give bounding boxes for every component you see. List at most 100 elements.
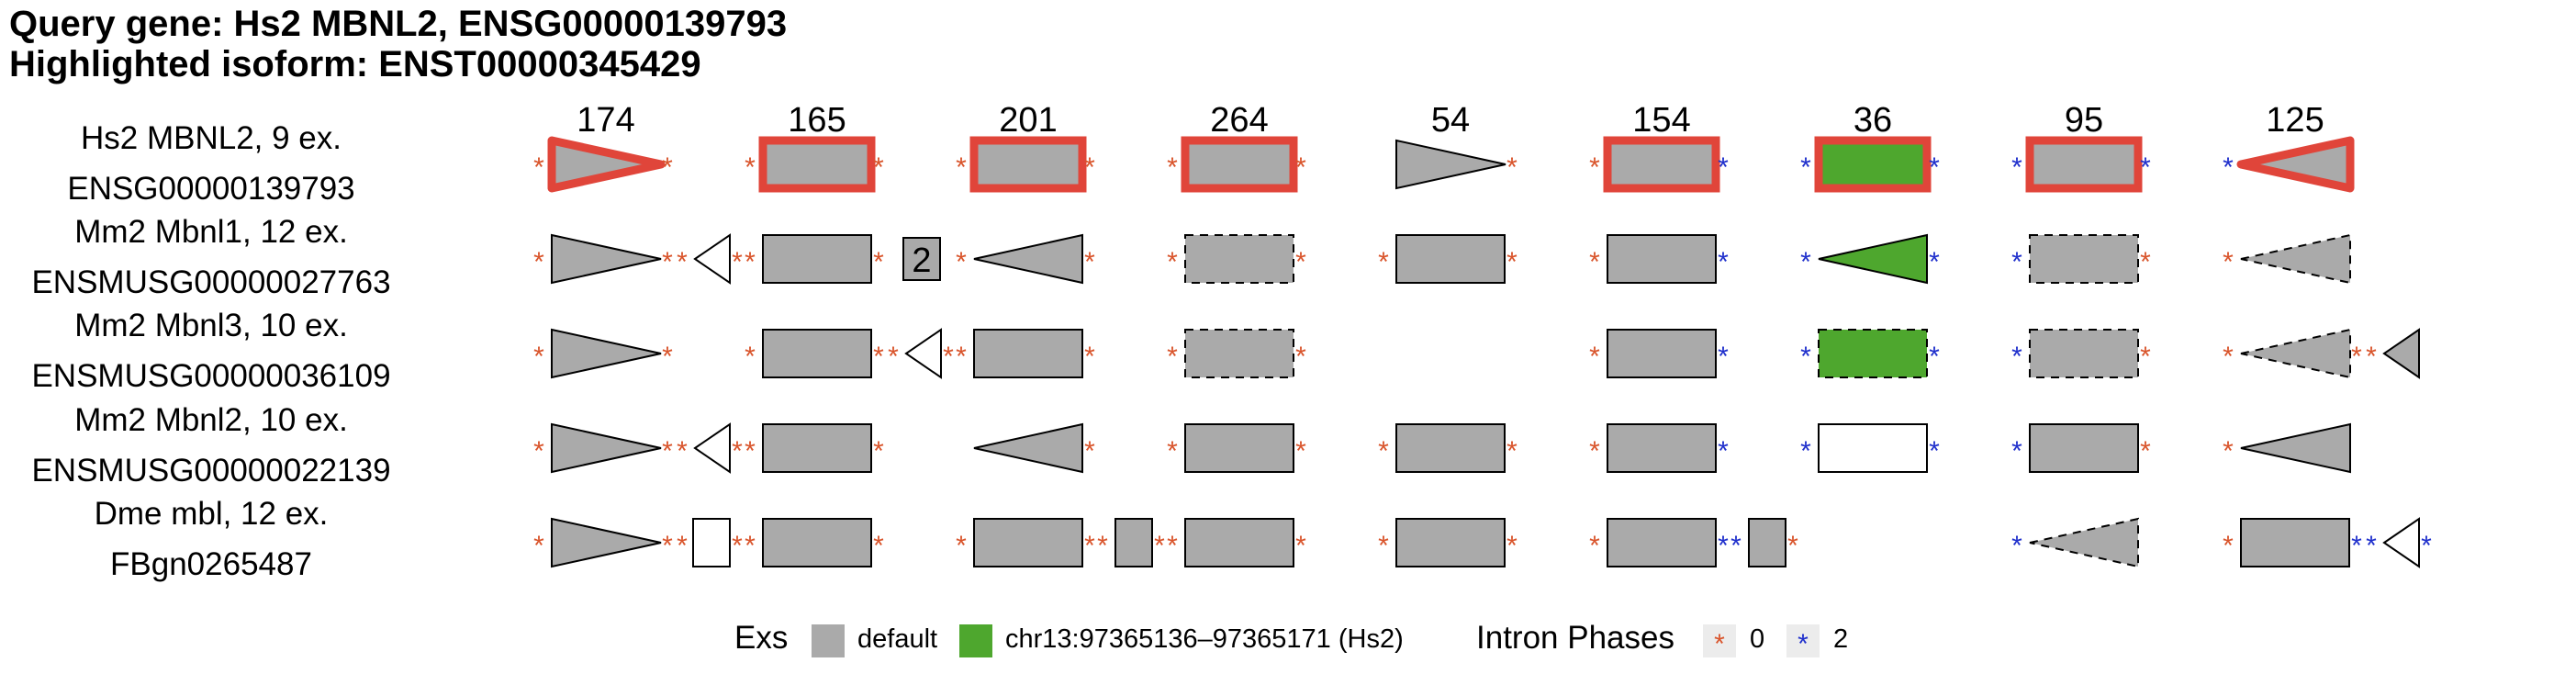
exon-shape	[2025, 136, 2143, 193]
intron-phase-0-marker: *	[2140, 436, 2151, 466]
intron-phase-0-marker: *	[1167, 531, 1178, 561]
exon-shape	[1395, 518, 1506, 567]
intron-phase-2-marker: *	[1718, 152, 1729, 183]
gene-id-mm2-mbnl1: ENSMUSG00000027763	[31, 264, 391, 300]
exon-shape	[1603, 136, 1720, 193]
exon-shape	[973, 518, 1083, 567]
intron-phase-2-marker: *	[2011, 342, 2022, 372]
exon-shape	[758, 136, 876, 193]
exon-length-5: 54	[1431, 101, 1470, 140]
exon-shape	[2236, 136, 2355, 193]
intron-phase-2-marker: *	[1929, 152, 1940, 183]
exon-shape	[1607, 329, 1717, 378]
exon-shape	[2029, 329, 2139, 378]
exon-length-2: 165	[788, 101, 846, 140]
intron-phase-0-marker: *	[1787, 531, 1798, 561]
intron-phase-0-marker: *	[745, 247, 756, 277]
intron-phase-0-marker: *	[1295, 247, 1306, 277]
intron-phase-0-marker: *	[662, 247, 673, 277]
exon-shape	[1114, 518, 1153, 567]
intron-phase-0-marker: *	[732, 531, 743, 561]
exon-shape	[551, 517, 662, 568]
intron-phase-0-marker: *	[2223, 247, 2234, 277]
legend-default-label: default	[857, 624, 938, 654]
intron-phase-0-marker: *	[662, 436, 673, 466]
inserted-exon-label: 2	[912, 242, 931, 280]
gene-id-hs2-mbnl2: ENSG00000139793	[67, 171, 355, 207]
exon-shape	[762, 329, 872, 378]
intron-phase-0-marker: *	[2223, 436, 2234, 466]
intron-phase-0-marker: *	[943, 342, 954, 372]
exon-shape	[1184, 518, 1294, 567]
intron-phase-0-marker: *	[732, 436, 743, 466]
intron-phase-0-marker: *	[873, 342, 884, 372]
gene-id-dme-mbl: FBgn0265487	[110, 546, 312, 582]
gene-name-mm2-mbnl3: Mm2 Mbnl3, 10 ex.	[74, 308, 348, 343]
intron-phase-0-marker: *	[677, 436, 688, 466]
exon-shape	[551, 422, 662, 474]
intron-phase-0-marker: *	[1295, 152, 1306, 183]
exon-shape	[1818, 329, 1928, 378]
exon-length-4: 264	[1210, 101, 1268, 140]
intron-phase-2-marker: *	[1929, 342, 1940, 372]
gene-id-mm2-mbnl3: ENSMUSG00000036109	[31, 358, 391, 394]
intron-phase-0-marker: *	[1295, 342, 1306, 372]
exon-shape	[2240, 422, 2351, 474]
intron-phase-0-marker: *	[873, 247, 884, 277]
exon-shape	[2240, 518, 2350, 567]
legend-phase0-label: 0	[1750, 624, 1765, 654]
intron-phase-0-marker: *	[677, 247, 688, 277]
exon-shape	[1818, 233, 1928, 285]
exon-length-7: 36	[1854, 101, 1892, 140]
legend-chr13-swatch	[959, 624, 992, 657]
gene-id-mm2-mbnl2: ENSMUSG00000022139	[31, 453, 391, 489]
exon-shape	[1814, 136, 1932, 193]
exon-shape	[693, 233, 731, 285]
intron-phase-0-marker: *	[533, 436, 544, 466]
exon-shape	[2029, 517, 2139, 568]
exon-shape	[973, 422, 1083, 474]
intron-phase-0-marker: *	[1084, 436, 1095, 466]
exon-alignment-diagram: 174 165 201 264 54 154 36 95 125 2	[533, 101, 2432, 568]
intron-phase-0-marker: *	[1084, 531, 1095, 561]
intron-phase-2-marker: *	[2223, 152, 2234, 183]
intron-phase-0-marker: *	[533, 247, 544, 277]
intron-phase-0-marker: *	[956, 152, 967, 183]
exon-length-3: 201	[999, 101, 1057, 140]
intron-phase-2-marker: *	[2011, 247, 2022, 277]
exon-shape	[904, 328, 942, 379]
intron-phase-0-marker: *	[873, 436, 884, 466]
exon-shape	[973, 233, 1083, 285]
intron-phase-2-marker: *	[2140, 152, 2151, 183]
intron-phase-0-marker: *	[533, 531, 544, 561]
query-gene-title: Query gene: Hs2 MBNL2, ENSG00000139793	[9, 4, 788, 44]
exon-shape	[1181, 136, 1298, 193]
intron-phase-0-marker: *	[1167, 436, 1178, 466]
intron-phase-0-marker: *	[1084, 247, 1095, 277]
highlighted-isoform-title: Highlighted isoform: ENST00000345429	[9, 44, 701, 84]
intron-phase-2-marker: *	[1800, 342, 1811, 372]
intron-phase-2-marker: *	[2351, 531, 2362, 561]
exon-shape	[1184, 329, 1294, 378]
intron-phase-0-marker: *	[1167, 247, 1178, 277]
exon-shape	[762, 518, 872, 567]
intron-phase-2-marker: *	[1730, 531, 1742, 561]
exon-shape	[2029, 234, 2139, 284]
intron-phase-0-marker: *	[873, 152, 884, 183]
row-mm2-mbnl1: 2	[551, 233, 2351, 285]
intron-phase-2-marker: *	[1800, 152, 1811, 183]
intron-phase-0-marker: *	[873, 531, 884, 561]
intron-phase-0-marker: *	[2140, 342, 2151, 372]
intron-phase-0-marker: *	[1589, 247, 1600, 277]
intron-phase-0-marker: *	[1167, 342, 1178, 372]
legend-phase0-marker: *	[1703, 624, 1736, 659]
gene-name-dme-mbl: Dme mbl, 12 ex.	[94, 496, 329, 532]
exon-length-6: 154	[1632, 101, 1690, 140]
legend-phases-title: Intron Phases	[1476, 620, 1674, 656]
exon-shape	[1395, 139, 1506, 190]
intron-phase-0-marker: *	[2351, 342, 2362, 372]
intron-phase-0-marker: *	[745, 152, 756, 183]
intron-phase-2-marker: *	[1929, 247, 1940, 277]
intron-phase-0-marker: *	[745, 436, 756, 466]
intron-phase-2-marker: *	[2011, 152, 2022, 183]
